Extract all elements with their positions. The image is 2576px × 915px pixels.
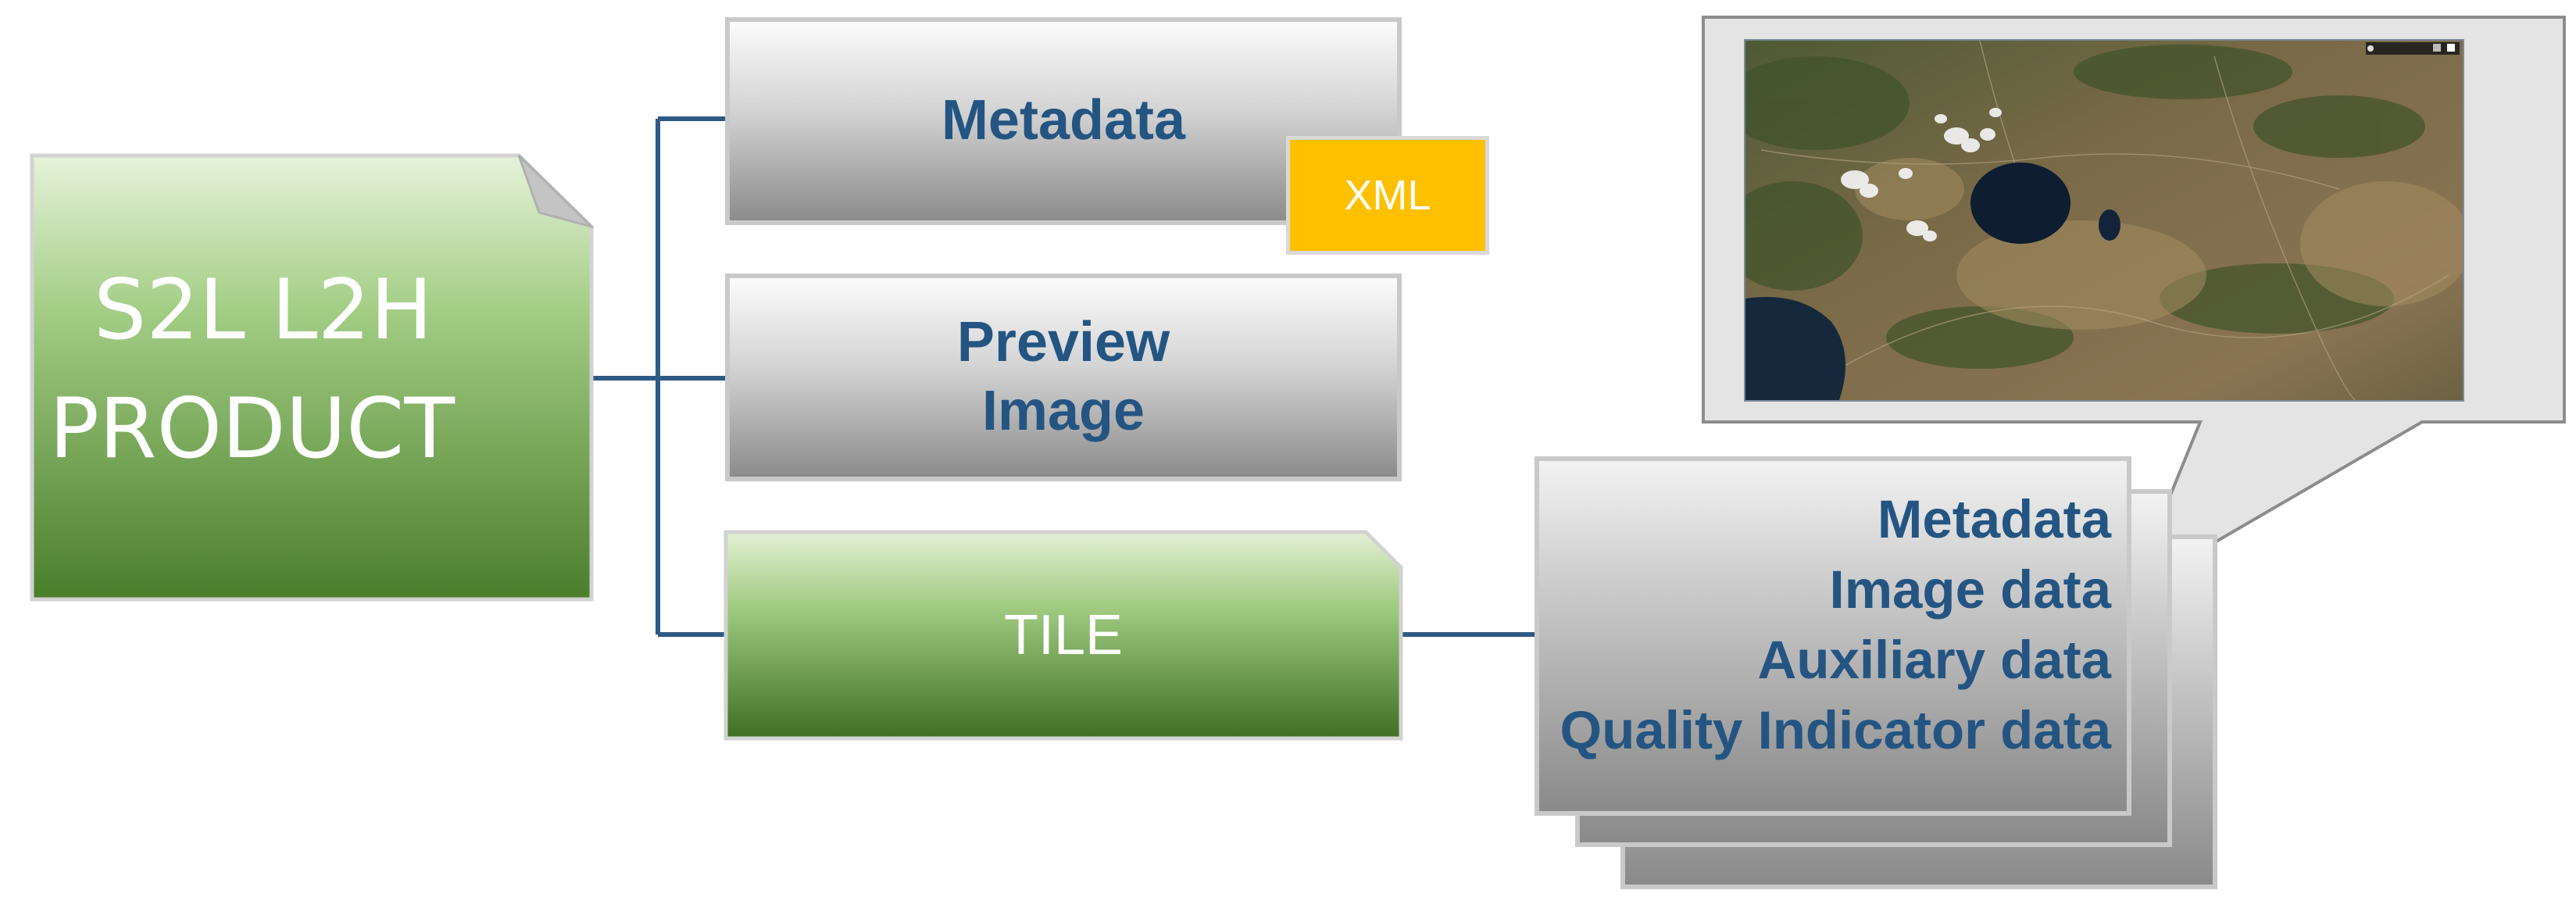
tile-content-item: Metadata <box>1877 489 2111 549</box>
tile-content-item: Quality Indicator data <box>1560 700 2111 760</box>
tile-box-label: TILE <box>1003 604 1124 667</box>
preview-label-line2: Image <box>981 380 1145 442</box>
tile-content-item: Image data <box>1829 559 2111 620</box>
tile-stack-card-front: Metadata Image data Auxiliary data Quali… <box>1535 456 2131 816</box>
tile-box: TILE <box>723 530 1403 741</box>
product-box: S2L L2H PRODUCT <box>30 153 594 602</box>
tile-contents-list: Metadata Image data Auxiliary data Quali… <box>1560 484 2111 766</box>
preview-image-box-label: Preview Image <box>730 278 1397 477</box>
preview-image-box: Preview Image <box>725 273 1402 481</box>
product-title-line1: S2L L2H <box>94 262 433 358</box>
satellite-preview-image <box>1744 39 2464 402</box>
preview-label-line1: Preview <box>956 311 1170 374</box>
tile-content-item: Auxiliary data <box>1757 630 2111 690</box>
metadata-box-label: Metadata <box>941 89 1186 152</box>
product-title-line2: PRODUCT <box>49 381 455 477</box>
xml-badge: XML <box>1286 136 1489 255</box>
